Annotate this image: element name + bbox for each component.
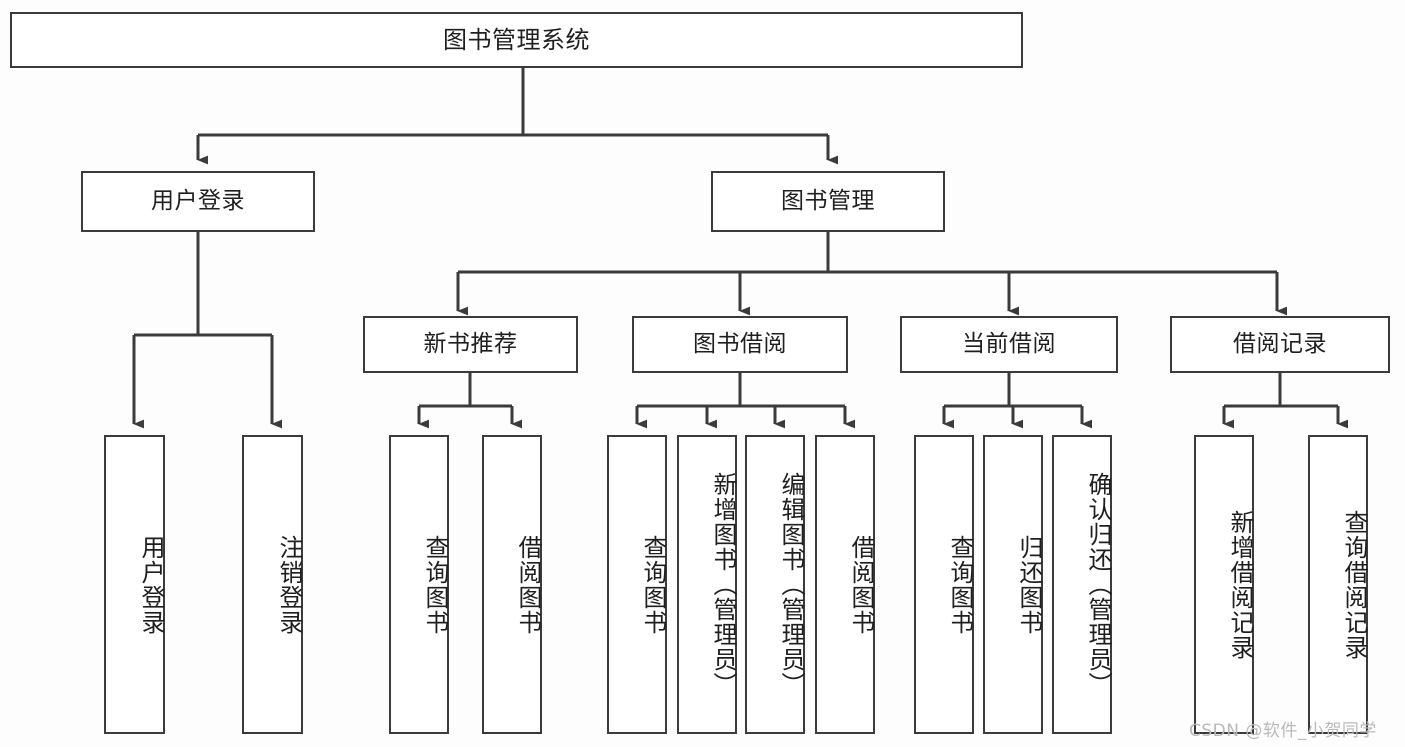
node-leaf-query-book-2-label: 查询图书 bbox=[639, 534, 667, 635]
node-root-label: 图书管理系统 bbox=[443, 25, 590, 54]
node-leaf-user-login-label: 用户登录 bbox=[137, 534, 165, 635]
node-leaf-borrow-book-2-label: 借阅图书 bbox=[847, 534, 875, 635]
node-root[interactable]: 图书管理系统 bbox=[10, 12, 1023, 68]
node-leaf-confirm-return[interactable]: 确认归还（管理员） bbox=[1052, 435, 1112, 734]
node-borrow-record[interactable]: 借阅记录 bbox=[1170, 316, 1390, 373]
node-leaf-query-record-label: 查询借阅记录 bbox=[1340, 509, 1368, 660]
node-book-borrow[interactable]: 图书借阅 bbox=[632, 316, 848, 373]
node-leaf-add-book[interactable]: 新增图书（管理员） bbox=[677, 435, 737, 734]
node-leaf-edit-book[interactable]: 编辑图书（管理员） bbox=[745, 435, 805, 734]
node-new-book-recommend-label: 新书推荐 bbox=[423, 330, 518, 357]
node-leaf-edit-book-label: 编辑图书（管理员） bbox=[777, 472, 805, 697]
node-new-book-recommend[interactable]: 新书推荐 bbox=[363, 316, 578, 373]
node-leaf-query-book-3[interactable]: 查询图书 bbox=[914, 435, 974, 734]
node-leaf-return-book-label: 归还图书 bbox=[1015, 534, 1043, 635]
node-user-login[interactable]: 用户登录 bbox=[81, 171, 315, 232]
node-leaf-query-record[interactable]: 查询借阅记录 bbox=[1308, 435, 1368, 734]
node-leaf-borrow-book-1-label: 借阅图书 bbox=[514, 534, 542, 635]
node-leaf-query-book-3-label: 查询图书 bbox=[946, 534, 974, 635]
node-leaf-borrow-book-2[interactable]: 借阅图书 bbox=[815, 435, 875, 734]
node-leaf-query-book-1-label: 查询图书 bbox=[421, 534, 449, 635]
node-leaf-return-book[interactable]: 归还图书 bbox=[983, 435, 1043, 734]
node-user-login-label: 用户登录 bbox=[151, 187, 245, 214]
node-book-manage[interactable]: 图书管理 bbox=[711, 171, 945, 232]
node-leaf-confirm-return-label: 确认归还（管理员） bbox=[1084, 472, 1112, 697]
node-current-borrow[interactable]: 当前借阅 bbox=[900, 316, 1118, 373]
node-leaf-user-login[interactable]: 用户登录 bbox=[104, 435, 165, 734]
node-leaf-logout-login[interactable]: 注销登录 bbox=[242, 435, 303, 734]
node-book-borrow-label: 图书借阅 bbox=[693, 330, 787, 357]
node-book-manage-label: 图书管理 bbox=[781, 187, 875, 214]
node-leaf-add-record[interactable]: 新增借阅记录 bbox=[1194, 435, 1254, 734]
node-leaf-logout-login-label: 注销登录 bbox=[275, 534, 303, 635]
node-leaf-query-book-1[interactable]: 查询图书 bbox=[389, 435, 449, 734]
node-leaf-add-book-label: 新增图书（管理员） bbox=[709, 472, 737, 697]
node-leaf-add-record-label: 新增借阅记录 bbox=[1226, 509, 1254, 660]
node-leaf-borrow-book-1[interactable]: 借阅图书 bbox=[482, 435, 542, 734]
node-leaf-query-book-2[interactable]: 查询图书 bbox=[607, 435, 667, 734]
node-borrow-record-label: 借阅记录 bbox=[1233, 330, 1327, 357]
node-current-borrow-label: 当前借阅 bbox=[962, 330, 1056, 357]
